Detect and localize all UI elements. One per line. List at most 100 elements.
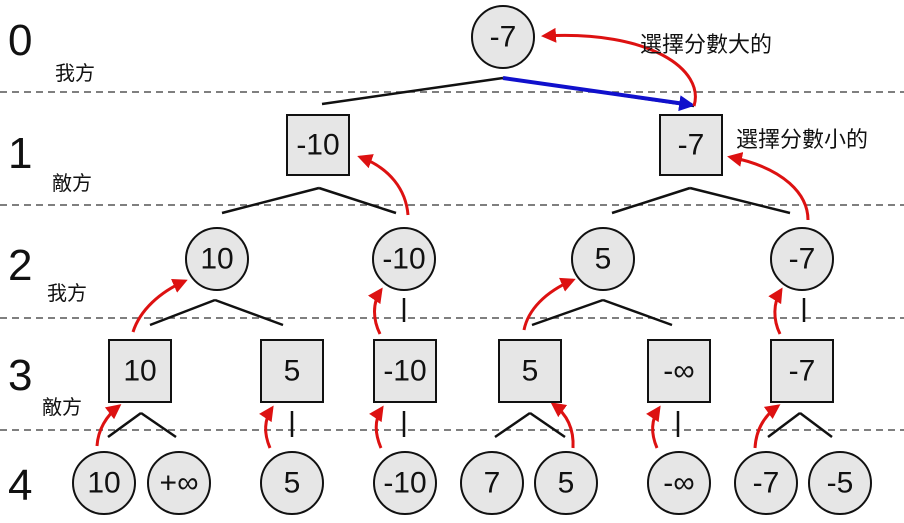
node-l3-c: -10 [373,339,437,403]
node-l3-f-shape [770,339,834,403]
selection-arrows [95,27,810,449]
node-l4-f-shape [534,451,598,515]
node-root-value: -7 [490,21,517,54]
side-label-1: 敵方 [52,171,92,195]
side-label-0: 我方 [55,61,95,85]
arrow-l3c-to-l2b [368,287,383,335]
node-l2-d: -7 [770,227,834,291]
node-l2-d-shape [770,227,834,291]
annotation-pick-max: 選擇分數大的 [640,33,772,58]
edge-l3f-i [799,412,833,438]
arrow-l4h-to-l3f [753,404,781,449]
node-l3-a-shape [108,339,172,403]
node-l4-f-value: 5 [558,467,575,500]
node-l3-f-value: -7 [789,355,816,388]
node-l4-i-shape [808,451,872,515]
arrow-l3f-to-l2d [768,287,783,335]
depth-label-0: 0 [8,16,32,65]
annotation-pick-min: 選擇分數小的 [736,128,868,153]
edge-l1right-d [689,186,791,215]
edge-l2c-d [531,298,604,327]
depth-label-2: 2 [8,241,32,290]
node-l4-a: 10 [72,451,136,515]
node-l2-b-value: -10 [382,243,425,276]
node-l2-a: 10 [185,227,249,291]
node-l1-right: -7 [659,114,723,176]
edge-l2a-a [149,298,216,327]
node-l3-e-shape [647,339,711,403]
node-l4-i: -5 [808,451,872,515]
node-l4-b: +∞ [147,451,211,515]
node-l3-d-value: 5 [522,355,539,388]
node-l2-d-value: -7 [789,243,816,276]
arrow-l3d-to-l2c [522,277,576,331]
arrow-l4f-to-l3d [550,402,575,449]
node-l3-d-shape [498,339,562,403]
node-l2-b-shape [372,227,436,291]
node-l4-h-shape [734,451,798,515]
node-l3-c-shape [373,339,437,403]
arrow-l4a-to-l3a [95,404,122,447]
arrow-l4d-to-l3c [369,405,384,449]
node-l2-c: 5 [571,227,635,291]
node-l3-b-value: 5 [284,355,301,388]
edge-l3d-f [529,411,566,439]
depth-label-4: 4 [8,461,32,510]
node-l2-c-shape [571,227,635,291]
side-labels: 我方 敵方 我方 敵方 [42,61,95,419]
node-l4-d-value: -10 [383,467,426,500]
edge-l1right-c [611,186,691,215]
arrow-l4g-to-l3e [646,405,661,449]
node-l4-a-value: 10 [87,467,120,500]
node-l3-e-value: -∞ [663,355,694,388]
node-l4-c-value: 5 [284,467,301,500]
node-l4-e-value: 7 [484,467,501,500]
side-label-2: 我方 [47,281,87,305]
node-l3-b-shape [260,339,324,403]
edge-l1left-a [221,186,320,215]
edge-root-left [321,76,504,106]
node-l2-a-value: 10 [200,243,233,276]
node-l2-c-value: 5 [595,243,612,276]
node-l1-right-shape [659,114,723,176]
node-l1-left-value: -10 [296,129,339,162]
node-l3-a: 10 [108,339,172,403]
node-l4-i-value: -5 [827,467,854,500]
edge-l2c-e [602,298,673,327]
node-l4-g-value: -∞ [663,467,694,500]
level-dividers [0,91,904,431]
arrow-l3a-to-l2a [131,278,188,333]
node-l3-d: 5 [498,339,562,403]
node-l4-b-shape [147,451,211,515]
arrow-l2d-to-l1right [727,152,810,221]
edge-l1left-b [318,186,397,215]
node-l3-c-value: -10 [383,355,426,388]
node-l3-a-value: 10 [123,355,156,388]
edge-l3a-a [107,411,142,439]
node-l1-left-shape [286,114,350,176]
node-l3-e: -∞ [647,339,711,403]
node-l2-b: -10 [372,227,436,291]
node-root: -7 [471,5,535,69]
node-l3-f: -7 [770,339,834,403]
edge-l3f-h [767,412,801,438]
node-l4-b-value: +∞ [160,467,199,500]
node-l4-g-shape [647,451,711,515]
node-l1-left: -10 [286,114,350,176]
side-label-3: 敵方 [42,395,82,419]
arrow-l2b-to-l1left [357,154,410,216]
node-l4-e-shape [460,451,524,515]
node-l4-f: 5 [534,451,598,515]
depth-labels: 0 1 2 3 4 [8,16,32,510]
arrow-right-to-root [541,27,697,107]
node-l4-d-shape [373,451,437,515]
node-l4-d: -10 [373,451,437,515]
node-l4-c-shape [260,451,324,515]
chosen-path-arrow [502,76,696,112]
node-l4-a-shape [72,451,136,515]
edge-l2a-b [214,298,284,327]
depth-label-3: 3 [8,351,32,400]
node-l1-right-value: -7 [678,129,705,162]
